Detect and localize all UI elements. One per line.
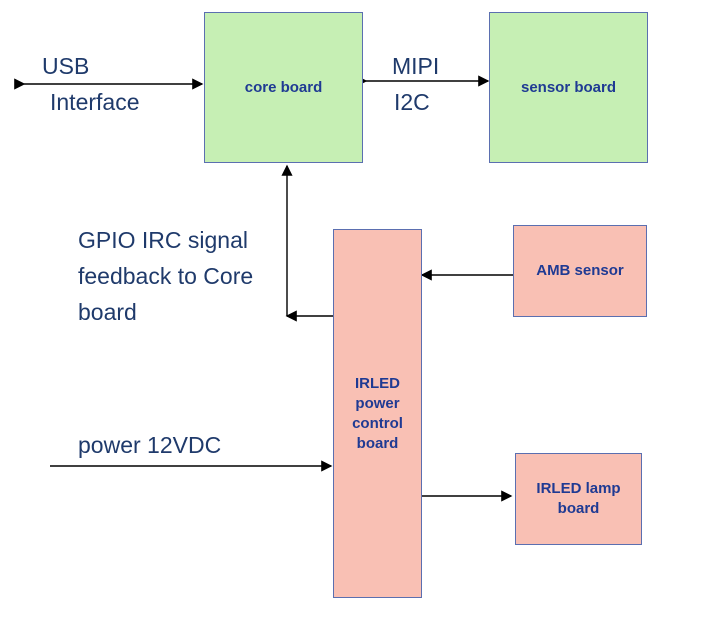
gpio-label-line3: board [78, 299, 137, 325]
mipi-label: MIPI [392, 53, 440, 79]
irled-lamp-board-block: IRLED lamp board [515, 453, 642, 545]
core-board-block: core board [204, 12, 363, 163]
irled-power-control-board-block: IRLED power control board [333, 229, 422, 598]
power-label: power 12VDC [78, 432, 222, 458]
gpio-label-line1: GPIO IRC signal [78, 227, 248, 253]
amb-sensor-block: AMB sensor [513, 225, 647, 317]
gpio-label-line2: feedback to Core [78, 263, 254, 289]
i2c-label: I2C [394, 89, 430, 115]
usb-label: USB [42, 53, 90, 79]
sensor-board-block: sensor board [489, 12, 648, 163]
interface-label: Interface [50, 89, 140, 115]
